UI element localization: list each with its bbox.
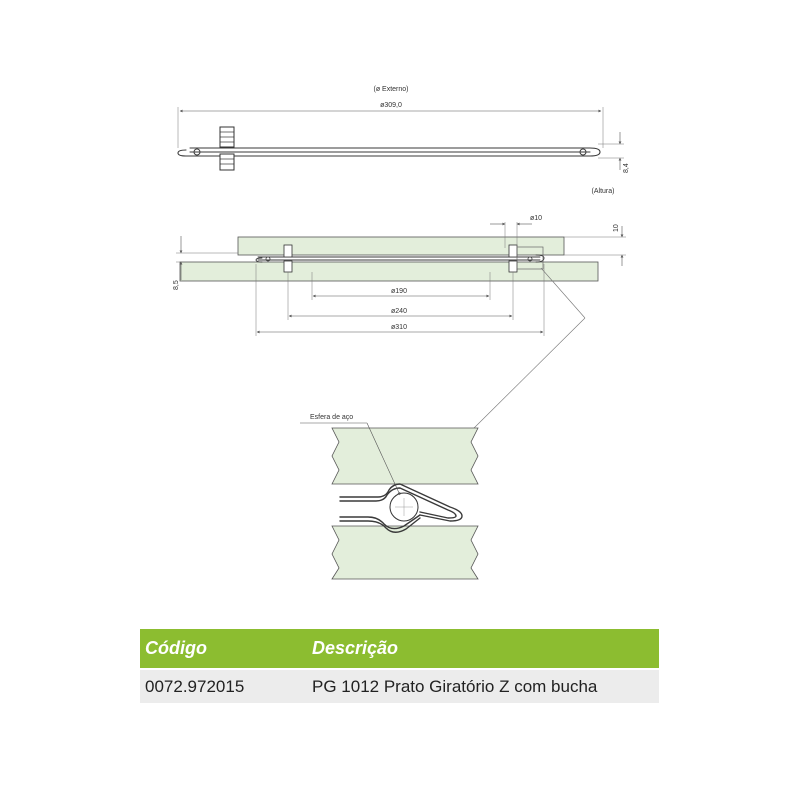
product-description: PG 1012 Prato Giratório Z com bucha (312, 676, 598, 696)
table-header-row: Código Descrição (140, 629, 659, 668)
side-profile-view: (ø Externo) ø309,0 8,4 (Altura) (177, 86, 630, 195)
d310-label: ø310 (391, 324, 407, 331)
plate-profile (177, 147, 601, 157)
height-label: (Altura) (592, 188, 615, 195)
bushing-part (219, 126, 235, 171)
top-gap-label: 10 (613, 224, 620, 232)
d190-label: ø190 (391, 288, 407, 295)
side-dimension-label: 8,5 (173, 280, 180, 290)
external-label: (ø Externo) (373, 86, 408, 93)
header-code: Código (145, 638, 207, 658)
detail-upper-board (331, 427, 479, 485)
upper-board (237, 236, 565, 256)
header-description: Descrição (312, 638, 399, 658)
lower-board (179, 261, 599, 282)
table-row: 0072.972015 PG 1012 Prato Giratório Z co… (140, 670, 659, 703)
detail-callout-box (516, 246, 544, 270)
z-profile-wire (339, 483, 463, 533)
d10-label: ø10 (530, 215, 542, 222)
steel-ball-label: Esfera de aço (310, 414, 353, 421)
detail-lower-board (331, 525, 479, 580)
height-value: 8,4 (623, 163, 630, 173)
assembly-view: ø10 10 8,5 ø190 ø240 ø310 (173, 215, 626, 336)
detail-leader-line (540, 267, 586, 319)
product-table: Código Descrição 0072.972015 PG 1012 Pra… (140, 629, 659, 703)
detail-view: Esfera de aço (300, 414, 479, 580)
technical-drawing: (ø Externo) ø309,0 8,4 (Altura) (173, 86, 630, 580)
d240-label: ø240 (391, 308, 407, 315)
outer-diameter-label: ø309,0 (380, 102, 402, 109)
product-code: 0072.972015 (145, 676, 245, 696)
